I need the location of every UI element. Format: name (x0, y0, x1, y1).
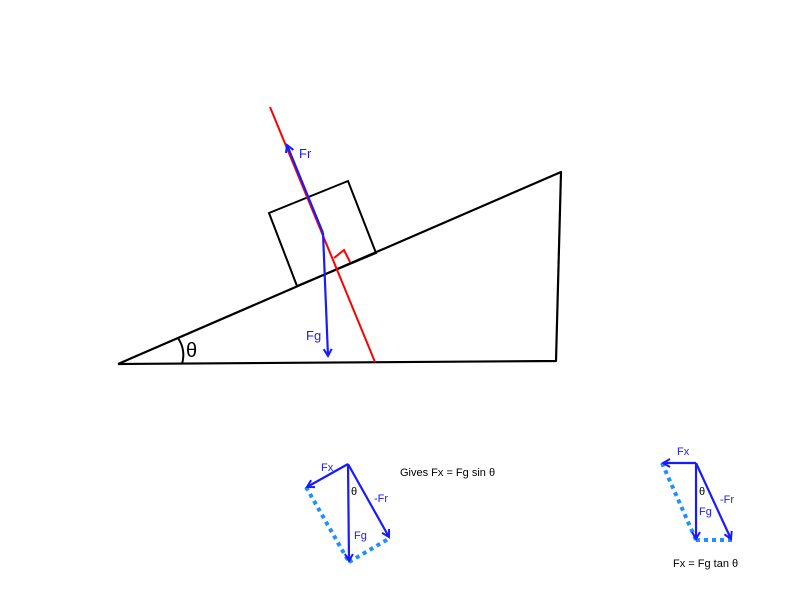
fg-vector (321, 232, 328, 356)
sin-theta-label: θ (351, 486, 357, 498)
fg-label: Fg (306, 328, 321, 343)
fx-vector (307, 463, 349, 487)
sin-fr-label: -Fr (374, 493, 388, 505)
tan-theta-label: θ (699, 486, 705, 498)
fg-vector (348, 463, 349, 561)
fr-vector (287, 145, 325, 234)
fr-label: Fr (299, 146, 312, 161)
neg-fr-vector (347, 463, 389, 537)
angle-arc (177, 337, 185, 365)
sin-result-text: Gives Fx = Fg sin θ (400, 467, 495, 479)
block (267, 179, 378, 288)
tan-fx-label: Fx (677, 446, 690, 458)
theta-label: θ (186, 340, 197, 362)
sin-vector-diagram (304, 463, 392, 564)
sin-fx-label: Fx (321, 462, 334, 474)
neg-fr-vector (695, 462, 731, 539)
tan-result-text: Fx = Fg tan θ (673, 558, 738, 570)
sin-fg-label: Fg (354, 530, 367, 542)
tan-fr-label: -Fr (720, 494, 734, 506)
right-angle-marker (333, 248, 351, 263)
tan-vector-diagram (660, 462, 732, 542)
tan-fg-label: Fg (699, 506, 712, 518)
